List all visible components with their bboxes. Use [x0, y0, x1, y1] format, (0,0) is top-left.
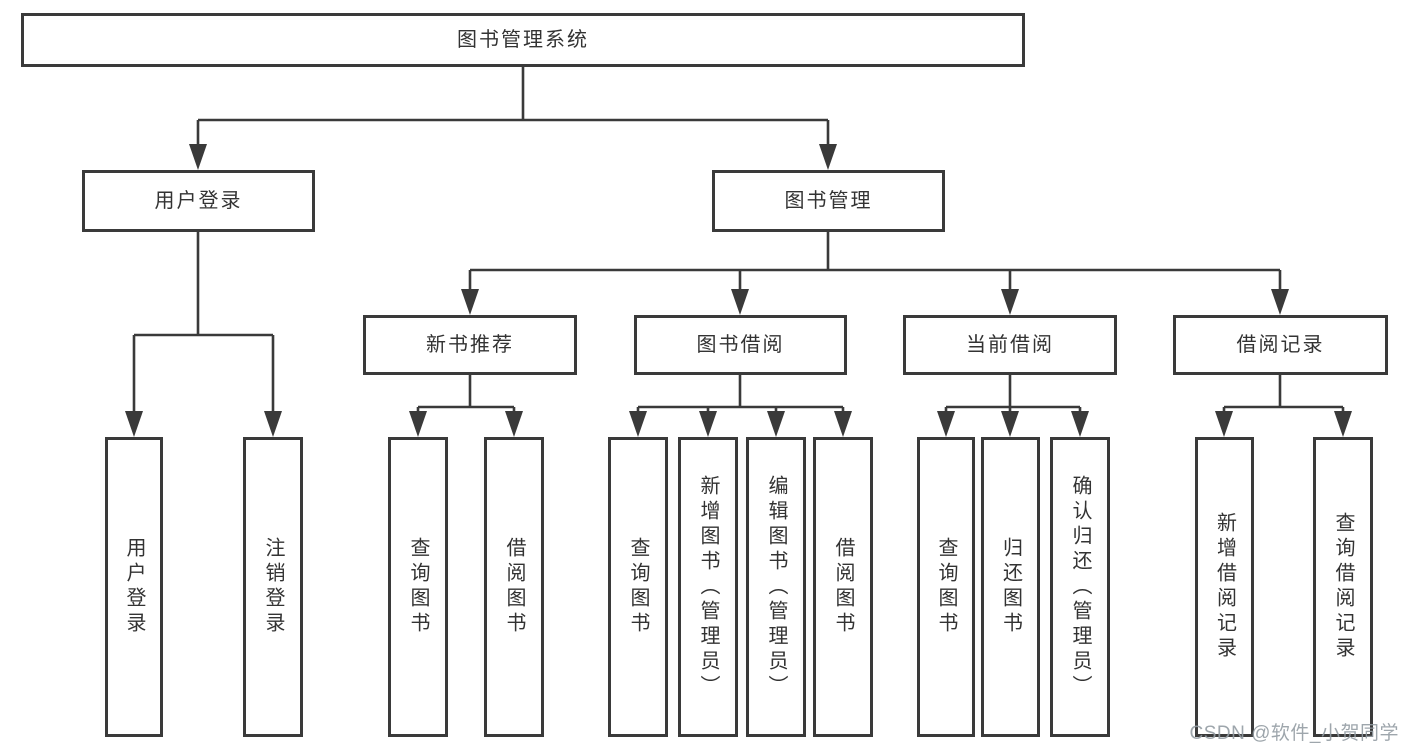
node-leaf-user-login: 用户登录 [105, 437, 163, 737]
node-book-borrowing: 图书借阅 [634, 315, 847, 375]
node-leaf-borrowing-borrow-books: 借阅图书 [813, 437, 873, 737]
node-leaf-recommend-query-books-label: 查询图书 [407, 537, 429, 637]
node-leaf-borrowing-borrow-books-label: 借阅图书 [832, 537, 854, 637]
arrowhead-down-icon [731, 289, 749, 315]
arrowhead-down-icon [1001, 411, 1019, 437]
arrowhead-down-icon [1071, 411, 1089, 437]
node-current-borrowing: 当前借阅 [903, 315, 1117, 375]
node-new-book-recommend: 新书推荐 [363, 315, 577, 375]
arrowhead-down-icon [1271, 289, 1289, 315]
arrowhead-down-icon [1215, 411, 1233, 437]
node-leaf-recommend-borrow-books-label: 借阅图书 [503, 537, 525, 637]
connector [629, 375, 852, 437]
node-leaf-records-query-record-label: 查询借阅记录 [1332, 512, 1354, 662]
connector [1215, 375, 1352, 437]
node-leaf-current-query-books: 查询图书 [917, 437, 975, 737]
node-leaf-records-query-record: 查询借阅记录 [1313, 437, 1373, 737]
node-leaf-borrowing-query-books: 查询图书 [608, 437, 668, 737]
node-book-management-branch: 图书管理 [712, 170, 945, 232]
node-leaf-records-add-record-label: 新增借阅记录 [1213, 512, 1236, 662]
node-leaf-current-confirm-return-admin: 确认归还（管理员） [1050, 437, 1110, 737]
arrowhead-down-icon [937, 411, 955, 437]
node-root-label: 图书管理系统 [457, 29, 589, 51]
arrowhead-down-icon [264, 411, 282, 437]
node-leaf-current-confirm-return-admin-label: 确认归还（管理员） [1069, 474, 1091, 700]
connector [461, 232, 1289, 315]
node-leaf-borrowing-add-books-admin-label: 新增图书（管理员） [697, 474, 719, 700]
node-new-book-recommend-label: 新书推荐 [426, 334, 514, 356]
node-book-management-branch-label: 图书管理 [784, 190, 873, 212]
node-borrowing-records-label: 借阅记录 [1236, 334, 1325, 356]
node-leaf-borrowing-add-books-admin: 新增图书（管理员） [678, 437, 738, 737]
arrowhead-down-icon [125, 411, 143, 437]
node-leaf-recommend-query-books: 查询图书 [388, 437, 448, 737]
node-leaf-user-login-label: 用户登录 [123, 537, 145, 637]
arrowhead-down-icon [1334, 411, 1352, 437]
node-leaf-current-return-books-label: 归还图书 [999, 537, 1022, 637]
arrowhead-down-icon [189, 144, 207, 170]
arrowhead-down-icon [767, 411, 785, 437]
arrowhead-down-icon [409, 411, 427, 437]
connector [409, 375, 523, 437]
csdn-watermark: CSDN @软件_小贺同学 [1189, 723, 1399, 744]
node-leaf-borrowing-edit-books-admin-label: 编辑图书（管理员） [765, 474, 787, 700]
node-book-borrowing-label: 图书借阅 [696, 334, 785, 356]
node-leaf-records-add-record: 新增借阅记录 [1195, 437, 1254, 737]
connector [937, 375, 1089, 437]
node-leaf-logout-label: 注销登录 [262, 537, 284, 637]
node-user-login-branch-label: 用户登录 [154, 190, 243, 212]
node-leaf-current-query-books-label: 查询图书 [935, 537, 957, 637]
arrowhead-down-icon [834, 411, 852, 437]
connector [189, 67, 837, 170]
node-leaf-recommend-borrow-books: 借阅图书 [484, 437, 544, 737]
arrowhead-down-icon [1001, 289, 1019, 315]
node-leaf-current-return-books: 归还图书 [981, 437, 1040, 737]
node-user-login-branch: 用户登录 [82, 170, 315, 232]
node-root: 图书管理系统 [21, 13, 1025, 67]
arrowhead-down-icon [629, 411, 647, 437]
node-leaf-borrowing-query-books-label: 查询图书 [627, 537, 649, 637]
node-leaf-logout: 注销登录 [243, 437, 303, 737]
arrowhead-down-icon [505, 411, 523, 437]
node-current-borrowing-label: 当前借阅 [966, 334, 1054, 356]
node-borrowing-records: 借阅记录 [1173, 315, 1388, 375]
arrowhead-down-icon [461, 289, 479, 315]
connector [125, 232, 282, 437]
arrowhead-down-icon [819, 144, 837, 170]
arrowhead-down-icon [699, 411, 717, 437]
node-leaf-borrowing-edit-books-admin: 编辑图书（管理员） [746, 437, 806, 737]
